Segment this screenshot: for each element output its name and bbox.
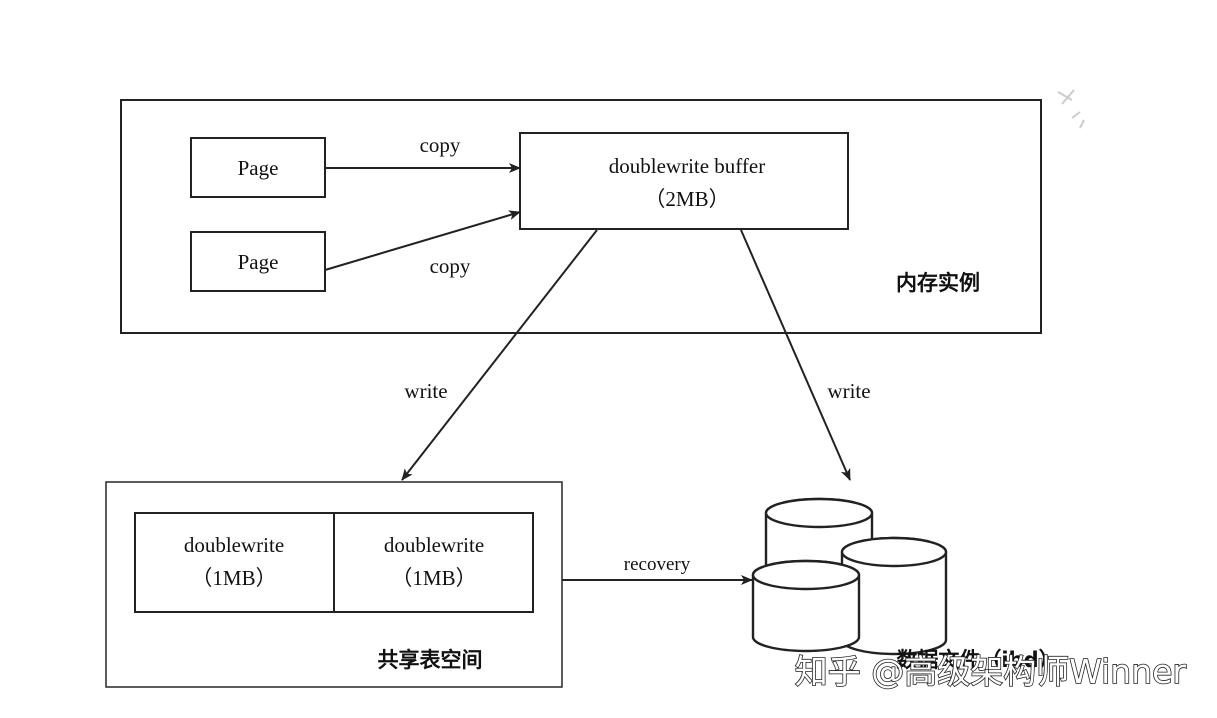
page-box [190,231,326,292]
page-label: Page [238,156,279,180]
shared-tablespace-box [105,481,563,688]
doublewrite-half-label: doublewrite [184,533,284,557]
copy-label: copy [430,254,471,278]
memory-instance-label: 内存实例 [896,271,980,295]
database-icon [751,497,948,656]
memory-instance-box [120,99,1042,334]
recovery-label: recovery [624,554,691,575]
write-label: write [404,379,447,403]
watermark: 知乎 @高级架构师Winner [795,652,1187,691]
page-label: Page [238,250,279,274]
doublewrite-buffer-size: （2MB） [644,187,729,211]
shared-tablespace-label: 共享表空间 [378,648,483,672]
data-file-label: 数据文件（ibd） [896,648,1059,672]
scan-artifact [1057,89,1085,129]
doublewrite-half-size: （1MB） [191,566,276,590]
write-arrow [401,229,598,481]
doublewrite-half-size: （1MB） [391,566,476,590]
doublewrite-buffer-box [519,132,849,230]
copy-arrow [324,210,521,271]
doublewrite-buffer-label: doublewrite buffer [609,154,765,178]
write-label: write [827,379,870,403]
doublewrite-half-label: doublewrite [384,533,484,557]
copy-label: copy [420,133,461,157]
write-arrow [740,229,851,481]
